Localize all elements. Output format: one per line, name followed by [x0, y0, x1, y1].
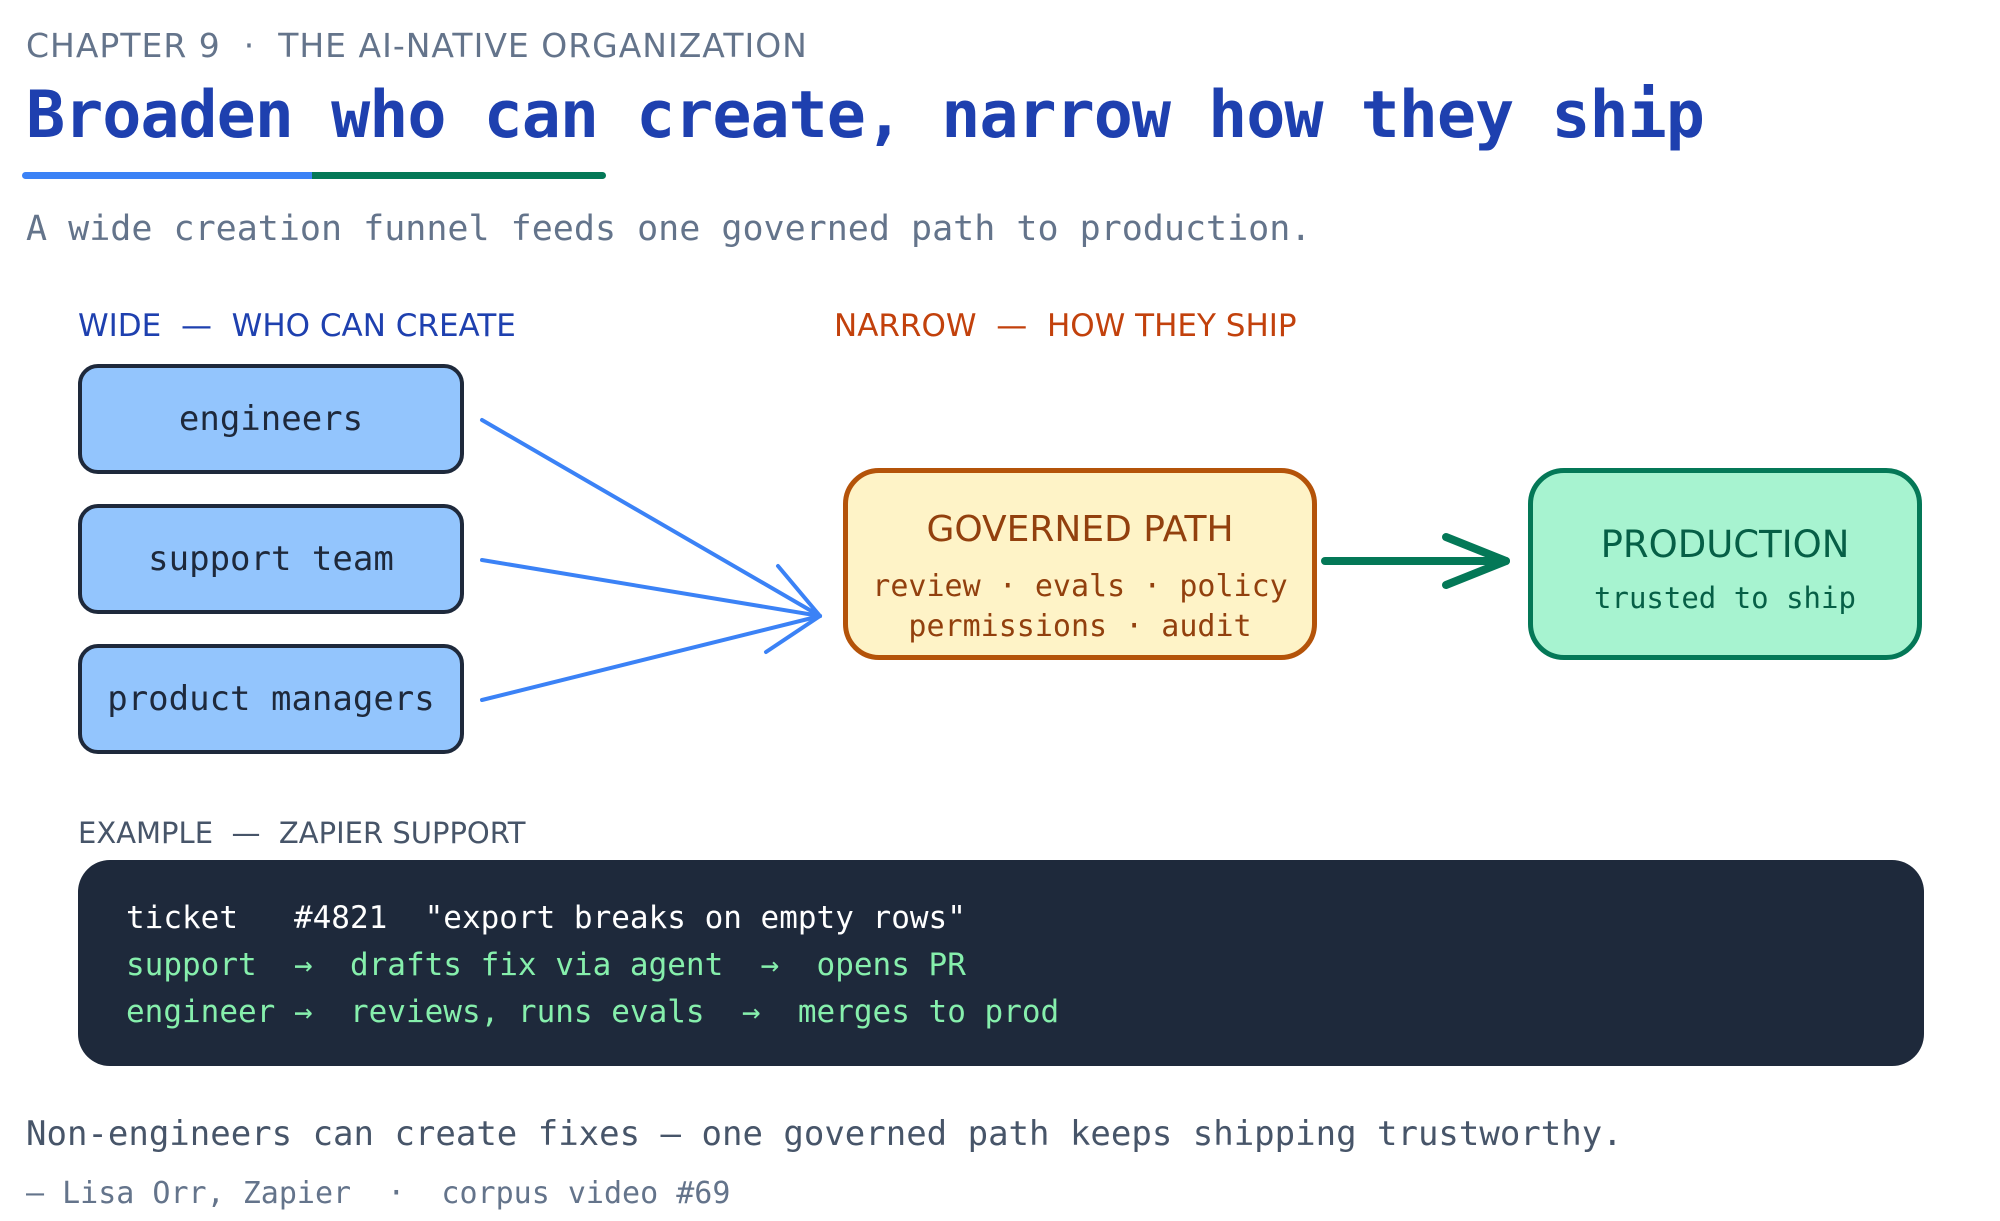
- production-box: PRODUCTION trusted to ship: [1528, 468, 1922, 660]
- creator-box-product-managers: product managers: [78, 644, 464, 754]
- section-label-example: EXAMPLE — ZAPIER SUPPORT: [78, 816, 526, 850]
- creator-label: product managers: [107, 679, 435, 719]
- production-subtitle: trusted to ship: [1594, 581, 1856, 615]
- title-underline-blue: [22, 172, 312, 179]
- example-code-block: ticket #4821 "export breaks on empty row…: [78, 860, 1924, 1066]
- page-title: Broaden who can create, narrow how they …: [26, 78, 1705, 153]
- creator-box-engineers: engineers: [78, 364, 464, 474]
- arrow-pm-to-governed: [480, 614, 822, 702]
- governed-path-controls-line1: review · evals · policy: [872, 569, 1288, 604]
- footer-quote: Non-engineers can create fixes — one gov…: [26, 1114, 1623, 1154]
- footer-attribution: — Lisa Orr, Zapier · corpus video #69: [26, 1176, 731, 1211]
- governed-path-title: GOVERNED PATH: [926, 509, 1234, 550]
- creator-box-support-team: support team: [78, 504, 464, 614]
- production-title: PRODUCTION: [1600, 523, 1850, 566]
- creator-label: engineers: [178, 399, 364, 439]
- creator-label: support team: [148, 539, 394, 579]
- section-label-wide: WIDE — WHO CAN CREATE: [78, 308, 516, 344]
- production-arrowhead: [1442, 533, 1510, 589]
- governed-path-controls-line2: permissions · audit: [908, 609, 1252, 644]
- title-underline-green: [312, 172, 606, 179]
- code-line-engineer: engineer → reviews, runs evals → merges …: [126, 994, 1060, 1030]
- funnel-arrowhead: [764, 564, 822, 654]
- code-line-support: support → drafts fix via agent → opens P…: [126, 947, 966, 983]
- governed-path-box: GOVERNED PATH review · evals · policy pe…: [843, 468, 1317, 660]
- arrow-support-to-governed: [480, 558, 822, 618]
- section-label-narrow: NARROW — HOW THEY SHIP: [834, 308, 1297, 344]
- arrow-engineers-to-governed: [480, 418, 822, 618]
- code-line-ticket: ticket #4821 "export breaks on empty row…: [126, 900, 966, 936]
- page-subtitle: A wide creation funnel feeds one governe…: [26, 209, 1312, 249]
- chapter-eyebrow: CHAPTER 9 · THE AI-NATIVE ORGANIZATION: [26, 26, 808, 65]
